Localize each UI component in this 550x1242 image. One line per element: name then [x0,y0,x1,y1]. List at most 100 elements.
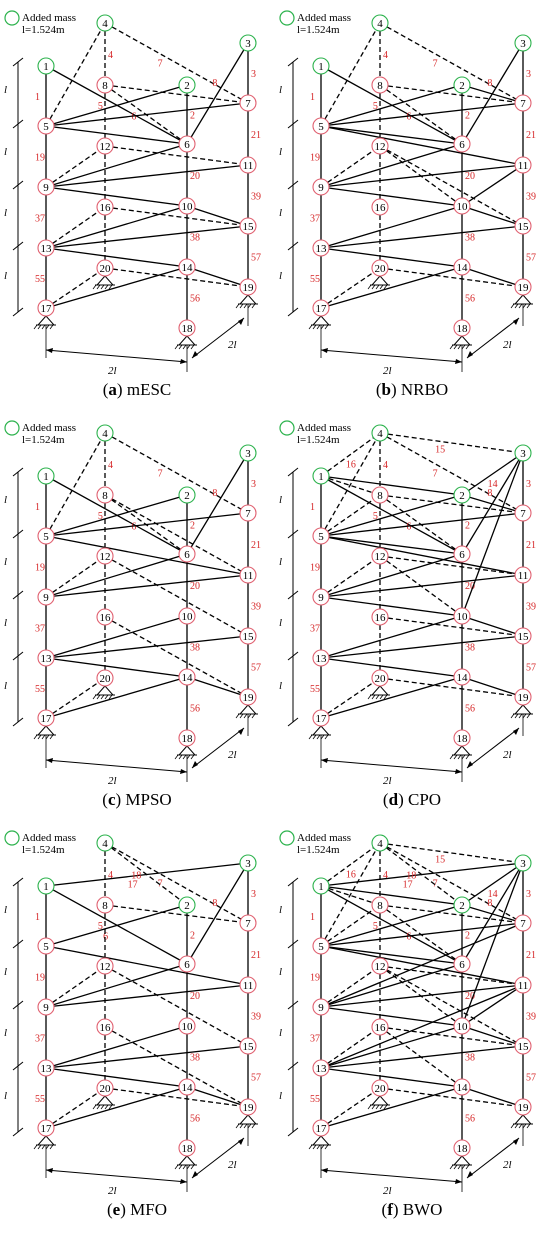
node-label: 10 [457,201,469,213]
node-label: 13 [316,243,328,255]
node-label: 12 [375,141,386,153]
pin-support-icon [367,275,390,290]
truss-member [320,1067,463,1088]
dimension-tick [287,1061,299,1071]
pin-support-icon [92,275,115,290]
truss-member [186,266,249,288]
pin-support-icon [174,745,197,760]
truss-member [45,1087,106,1129]
truss-member [45,22,106,127]
truss-member [320,494,463,537]
member-label: 20 [190,171,200,182]
node-17 [312,709,330,727]
member-label: 2 [190,111,195,122]
truss-member [45,963,188,1008]
node-label: 5 [318,121,324,133]
truss-member [45,945,249,986]
node-label: 12 [100,961,111,973]
depth-dimension-line [191,727,245,769]
member-label: 3 [526,479,531,490]
member-label: 16 [346,460,356,471]
node-label: 4 [377,428,383,440]
truss-member [320,432,381,537]
caption-method: mESC [127,380,171,399]
node-label: 2 [459,80,465,92]
node-2 [453,896,471,914]
node-label: 3 [520,858,526,870]
truss-member [45,635,249,659]
node-label: 10 [457,1021,469,1033]
node-9 [312,178,330,196]
truss-member [379,1087,524,1108]
legend-length-note: l=1.524m [297,844,340,856]
added-mass-legend-icon [4,830,20,846]
node-6 [453,545,471,563]
truss-member [320,904,463,947]
member-label: 39 [526,602,536,613]
truss-member [320,186,463,207]
node-2 [178,76,196,94]
node-5 [312,937,330,955]
truss-member [461,266,524,288]
node-label: 20 [100,1083,112,1095]
width-dimension-label: 2l [108,775,117,787]
member-label: 2 [190,521,195,532]
truss-member [45,553,188,598]
arrowhead [46,1168,53,1173]
member-label: 17 [128,879,138,890]
member-label: 38 [465,233,475,244]
node-14 [178,258,196,276]
node-14 [453,1078,471,1096]
node-14 [453,258,471,276]
node-7 [514,504,532,522]
node-19 [514,688,532,706]
dimension-tick [287,590,299,600]
member-label: 37 [310,214,320,225]
dimension-tick [287,939,299,949]
truss-member [320,205,463,249]
node-11 [514,566,532,584]
node-16 [371,198,389,216]
member-label: 3 [251,889,256,900]
member-label: 21 [526,540,536,551]
member-label: 19 [310,153,320,164]
dimension-tick [287,467,299,477]
node-label: 14 [182,1082,194,1094]
node-label: 7 [245,918,251,930]
width-dimension-label: 2l [383,365,392,377]
member-label: 18 [131,871,141,882]
depth-dimension-label: 2l [503,339,512,351]
node-4 [371,424,389,442]
truss-member-18 [104,842,188,906]
node-label: 5 [43,941,49,953]
truss-member [379,965,524,1047]
truss-member [461,862,524,1027]
pin-support-icon [235,704,258,719]
dimension-tick [287,57,299,67]
node-1 [312,57,330,75]
panel-caption: (d) CPO [383,790,441,809]
member-label: 38 [465,643,475,654]
node-5 [312,527,330,545]
node-13 [37,239,55,257]
truss-member [320,963,463,1008]
width-dimension-line [45,349,188,363]
depth-dimension-line [466,317,520,359]
node-5 [37,937,55,955]
arrowhead [238,318,244,325]
node-label: 20 [375,263,387,275]
member-label: 20 [190,581,200,592]
pin-support-icon [33,1135,56,1150]
node-12 [96,957,114,975]
legend-length-note: l=1.524m [297,24,340,36]
truss-member [320,904,381,947]
truss-member [45,1025,188,1069]
arrowhead [192,761,198,768]
truss-member [45,965,106,1008]
node-label: 6 [184,139,190,151]
node-label: 12 [375,961,386,973]
panel-e: Added massl=1.524mllll2l2l12345678171819… [4,830,261,1219]
node-label: 4 [377,18,383,30]
member-label: 37 [310,1034,320,1045]
height-dimension-label: l [279,84,282,96]
